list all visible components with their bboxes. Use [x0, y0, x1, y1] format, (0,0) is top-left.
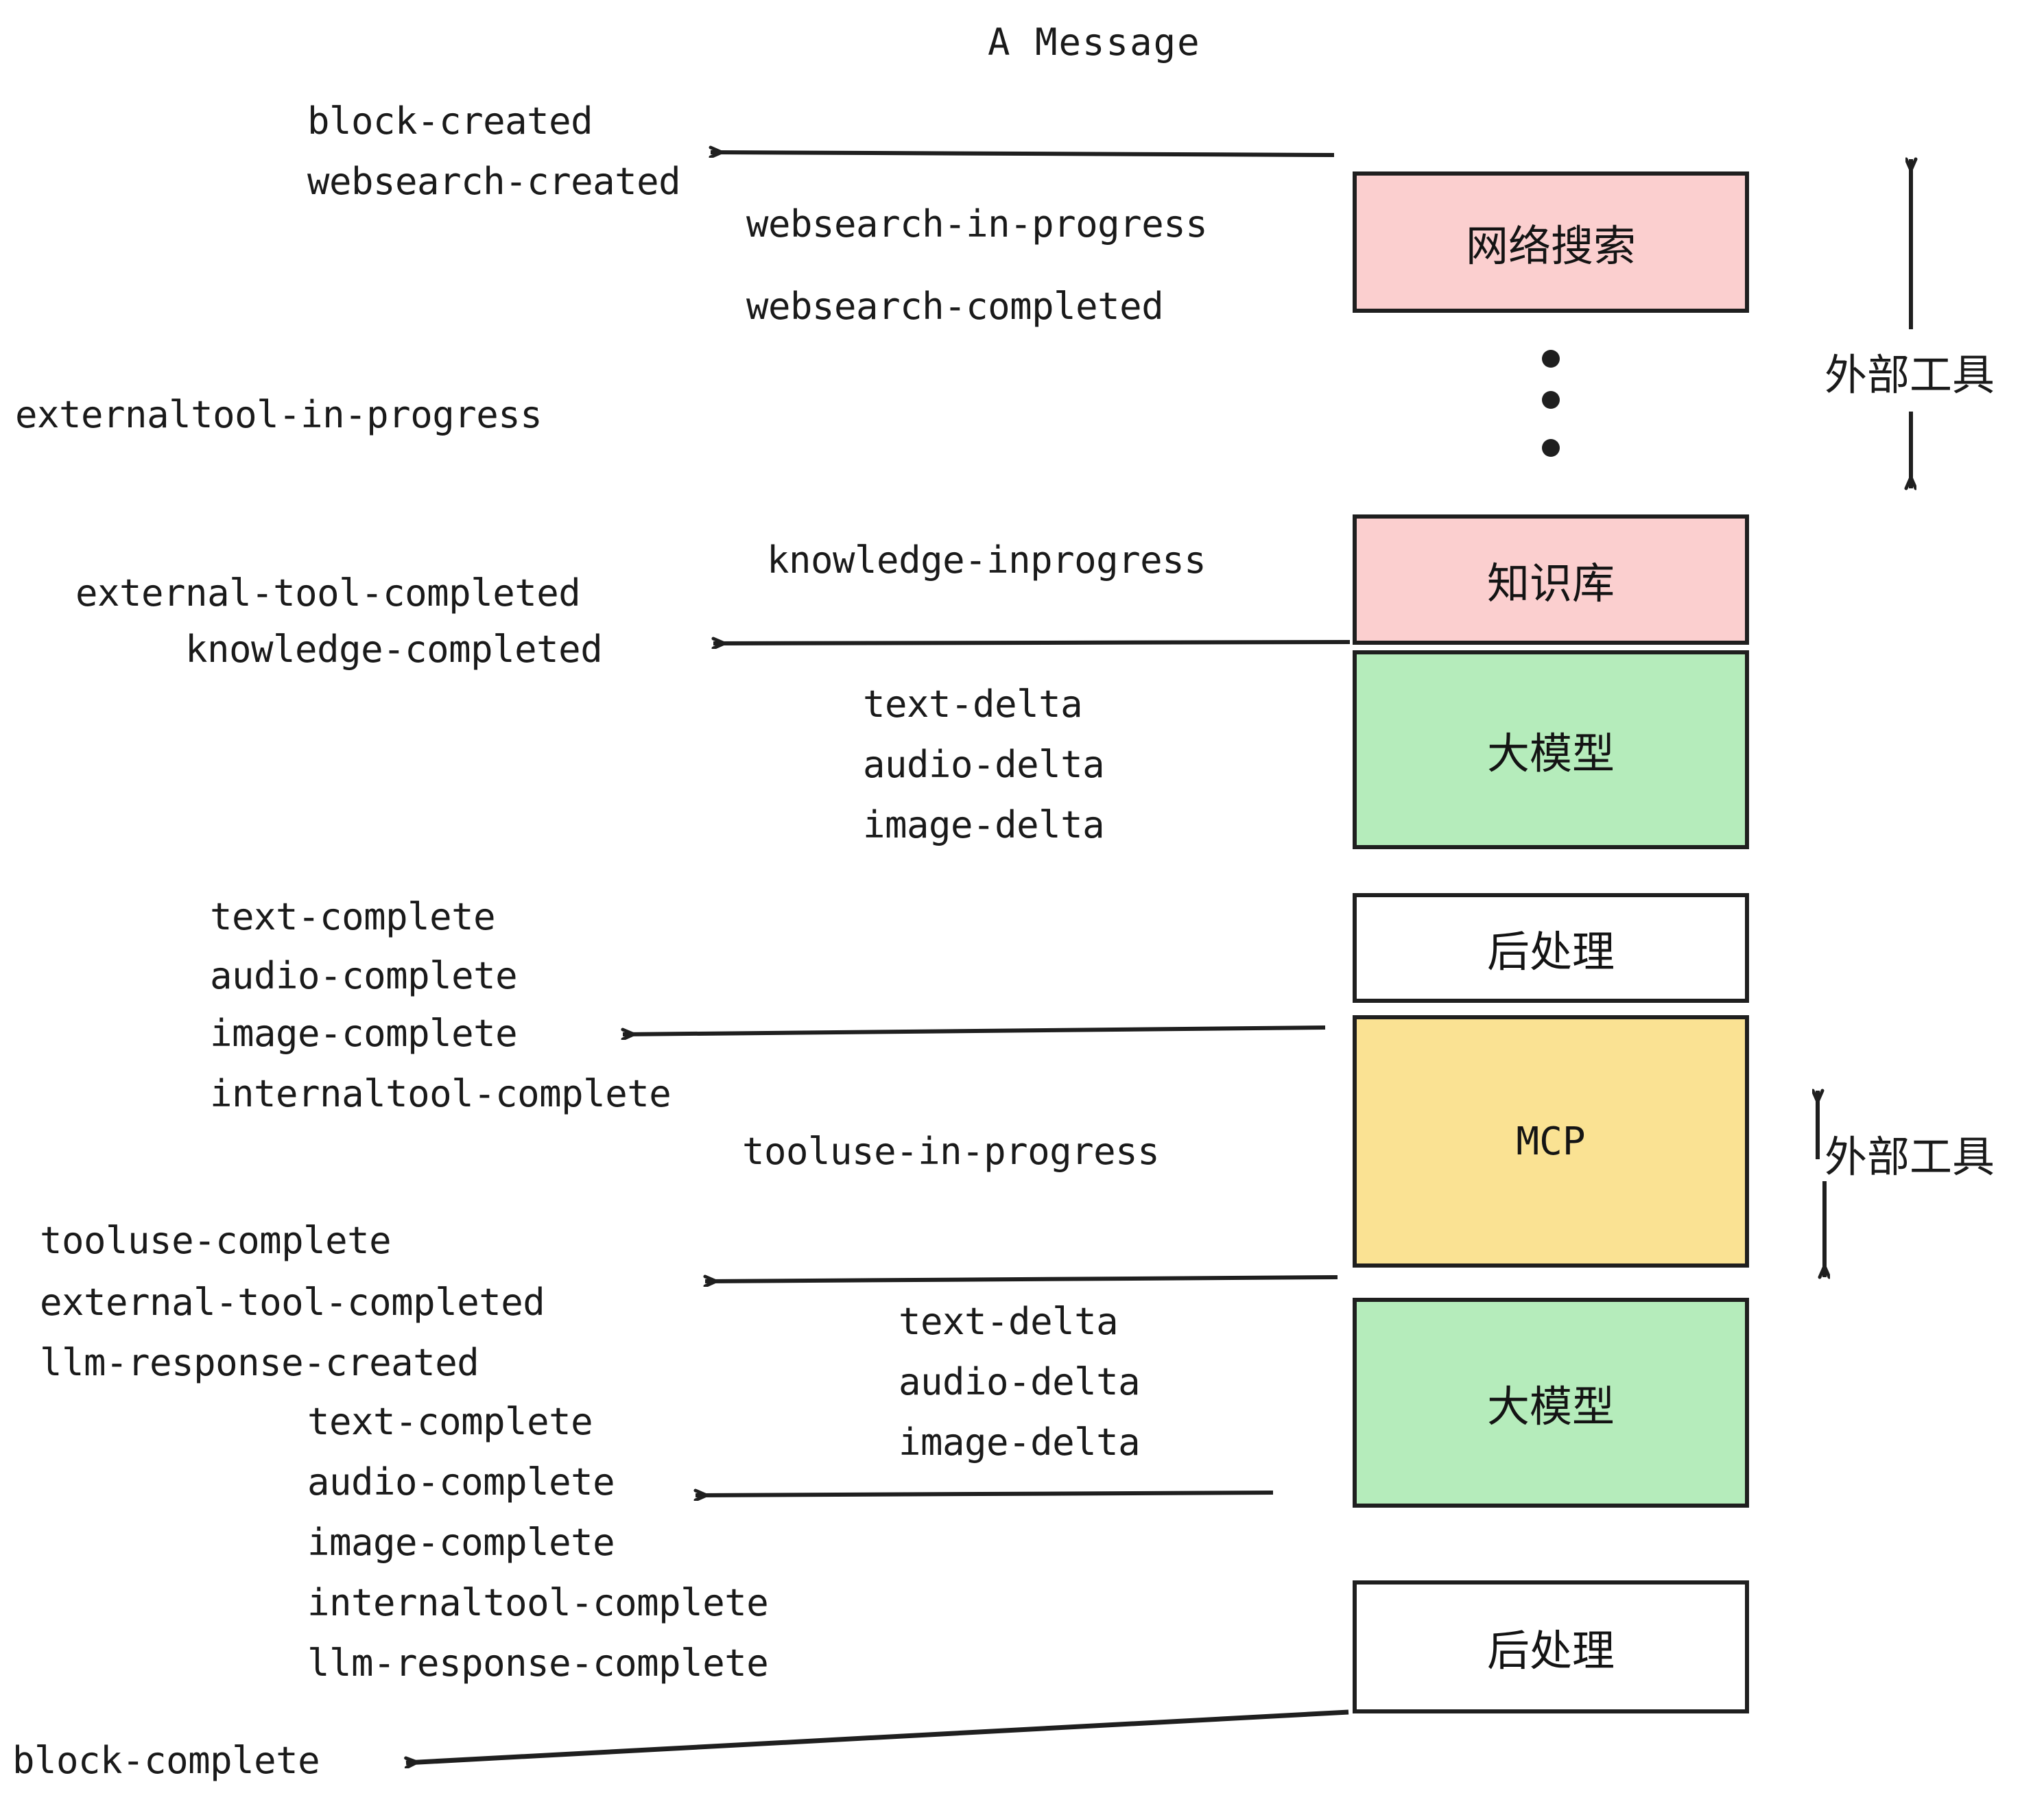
- arrow-websearch-to-block-created: [711, 152, 1335, 155]
- ellipsis-dot-icon: [1542, 391, 1560, 409]
- event-external-tool-completed-2: external-tool-completed: [40, 1281, 545, 1324]
- event-block-created: block-created: [307, 99, 593, 143]
- node-postprocess-1: 后处理: [1353, 893, 1749, 1003]
- event-websearch-in-progress: websearch-in-progress: [746, 202, 1208, 246]
- event-block-complete: block-complete: [12, 1739, 320, 1782]
- event-knowledge-completed: knowledge-completed: [185, 628, 603, 671]
- event-text-complete-1: text-complete: [210, 895, 496, 938]
- event-audio-delta-1: audio-delta: [863, 743, 1105, 786]
- event-external-tool-completed-1: external-tool-completed: [75, 571, 581, 615]
- event-websearch-completed: websearch-completed: [746, 285, 1164, 328]
- event-llm-response-created: llm-response-created: [40, 1341, 479, 1384]
- arrow-mcp-to-tooluse-complete: [705, 1277, 1338, 1281]
- ellipsis-dot-icon: [1542, 350, 1560, 368]
- event-tooluse-complete: tooluse-complete: [40, 1219, 392, 1262]
- arrow-postprocess2-to-block-complete: [406, 1709, 1349, 1763]
- event-image-complete-1: image-complete: [210, 1012, 518, 1055]
- event-websearch-created: websearch-created: [307, 160, 681, 203]
- event-image-delta-1: image-delta: [863, 803, 1105, 846]
- event-internaltool-complete-1: internaltool-complete: [210, 1072, 672, 1115]
- event-image-complete-2: image-complete: [307, 1521, 615, 1564]
- node-llm-1: 大模型: [1353, 650, 1749, 849]
- event-knowledge-inprogress: knowledge-inprogress: [767, 538, 1207, 582]
- event-llm-response-complete: llm-response-complete: [307, 1641, 769, 1685]
- arrow-postprocess1-to-image-complete: [623, 1025, 1326, 1034]
- arrow-knowledge-to-completed: [713, 642, 1351, 643]
- event-audio-delta-2: audio-delta: [899, 1360, 1141, 1403]
- node-websearch: 网络搜索: [1353, 171, 1749, 313]
- event-text-delta-2: text-delta: [899, 1300, 1119, 1343]
- event-audio-complete-2: audio-complete: [307, 1460, 615, 1504]
- node-knowledge: 知识库: [1353, 514, 1749, 645]
- side-label-external-tools-bottom: 外部工具: [1825, 1132, 1995, 1182]
- side-label-external-tools-top: 外部工具: [1825, 350, 1995, 400]
- event-audio-complete-1: audio-complete: [210, 954, 518, 997]
- diagram-title: A Message: [988, 21, 1201, 64]
- event-tooluse-in-progress: tooluse-in-progress: [742, 1130, 1160, 1173]
- node-postprocess-2: 后处理: [1353, 1580, 1749, 1713]
- event-text-complete-2: text-complete: [307, 1400, 593, 1443]
- node-llm-2: 大模型: [1353, 1298, 1749, 1508]
- arrow-llm2-to-audio-complete: [696, 1493, 1274, 1495]
- event-text-delta-1: text-delta: [863, 683, 1083, 726]
- event-image-delta-2: image-delta: [899, 1421, 1141, 1464]
- node-mcp: MCP: [1353, 1015, 1749, 1268]
- event-internaltool-complete-2: internaltool-complete: [307, 1581, 769, 1624]
- event-externaltool-in-progress: externaltool-in-progress: [15, 393, 543, 436]
- ellipsis-dot-icon: [1542, 439, 1560, 457]
